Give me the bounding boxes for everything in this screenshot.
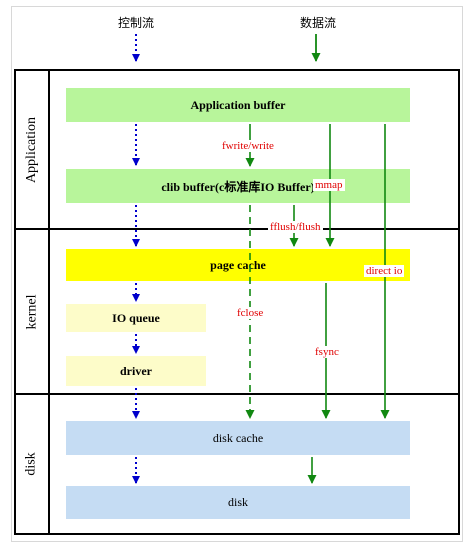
legend-data-flow-label: 数据流 bbox=[300, 16, 337, 30]
disk-box: disk bbox=[66, 486, 410, 519]
io-queue-label: IO queue bbox=[112, 310, 160, 325]
clib-buffer-label: clib buffer(c标准库IO Buffer) bbox=[161, 179, 315, 194]
application-buffer-label: Application buffer bbox=[190, 97, 286, 112]
call-label-fclose: fclose bbox=[235, 307, 266, 319]
legend-control-flow-label: 控制流 bbox=[118, 16, 155, 30]
application-buffer-box: Application buffer bbox=[66, 88, 410, 122]
call-label-mmap: mmap bbox=[313, 179, 345, 191]
page-cache-label: page cache bbox=[210, 257, 266, 272]
driver-box: driver bbox=[66, 356, 206, 386]
call-label-fsync: fsync bbox=[313, 346, 341, 358]
diagram-frame bbox=[11, 6, 463, 542]
disk-cache-box: disk cache bbox=[66, 421, 410, 455]
diagram-border bbox=[14, 69, 460, 535]
call-label-direct-io: direct io bbox=[364, 265, 405, 277]
io-queue-box: IO queue bbox=[66, 304, 206, 332]
disk-cache-label: disk cache bbox=[212, 430, 264, 445]
page-cache-box: page cache bbox=[66, 249, 410, 281]
driver-label: driver bbox=[120, 363, 152, 378]
call-label-fwrite: fwrite/write bbox=[220, 140, 276, 152]
call-label-fflush: fflush/flush bbox=[268, 221, 323, 233]
clib-buffer-box: clib buffer(c标准库IO Buffer) bbox=[66, 169, 410, 203]
kernel-disk-divider bbox=[14, 393, 460, 395]
section-label-column bbox=[14, 69, 50, 535]
disk-label: disk bbox=[227, 495, 248, 509]
application-kernel-divider bbox=[14, 228, 460, 230]
